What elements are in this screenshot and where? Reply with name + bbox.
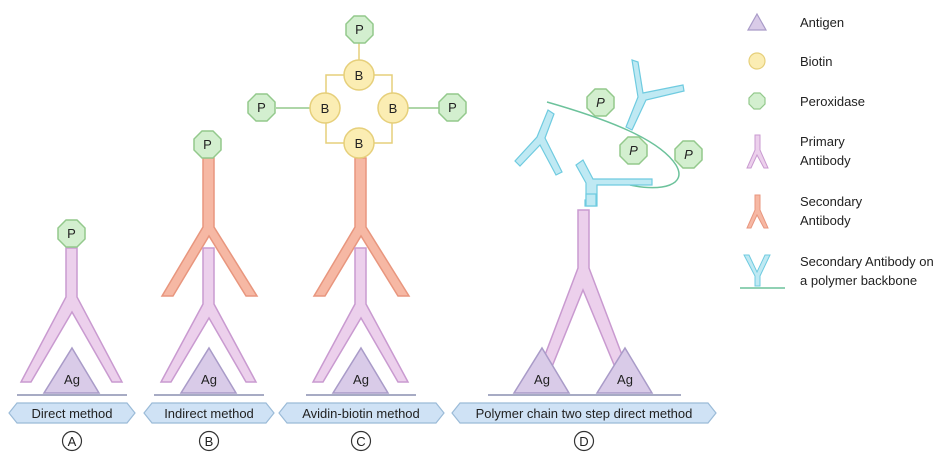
polymer-antibody-icon bbox=[740, 254, 785, 289]
panel-letter-c: C bbox=[350, 430, 372, 452]
legend-label: Antibody bbox=[800, 153, 851, 168]
panel-letter: B bbox=[205, 434, 214, 449]
biotin-top: B bbox=[343, 59, 375, 91]
peroxidase-label: P bbox=[684, 147, 693, 162]
method-label-b: Indirect method bbox=[143, 402, 275, 424]
biotin-label: B bbox=[389, 101, 398, 116]
legend-label: Primary bbox=[800, 134, 845, 149]
antigen: Ag bbox=[42, 346, 101, 394]
biotin-bottom: B bbox=[343, 127, 375, 159]
antigen: Ag bbox=[331, 346, 390, 394]
polymer-antibody-bottom bbox=[575, 159, 653, 207]
legend-item-secondary-antibody: Secondary Antibody bbox=[746, 194, 863, 229]
peroxidase-label: P bbox=[203, 137, 212, 152]
peroxidase: P bbox=[193, 130, 222, 159]
peroxidase: P bbox=[57, 219, 86, 248]
panel-indirect-method: Ag P bbox=[154, 130, 264, 396]
legend-item-antigen: Antigen bbox=[746, 12, 844, 31]
method-label-c: Avidin-biotin method bbox=[278, 402, 445, 424]
legend-item-polymer-antibody: Secondary Antibody on a polymer backbone bbox=[740, 254, 934, 289]
peroxidase-label: P bbox=[257, 100, 266, 115]
antigen-label: Ag bbox=[64, 372, 80, 387]
antigen-left: Ag bbox=[512, 346, 571, 394]
antigen-label: Ag bbox=[201, 372, 217, 387]
primary-antibody bbox=[159, 247, 258, 383]
antigen-label: Ag bbox=[353, 372, 369, 387]
legend-label: Secondary bbox=[800, 194, 863, 209]
panel-letter-d: D bbox=[573, 430, 595, 452]
secondary-antibody bbox=[312, 157, 411, 297]
peroxidase-left: P bbox=[247, 93, 276, 122]
biotin-label: B bbox=[355, 68, 364, 83]
antigen: Ag bbox=[179, 346, 238, 394]
panel-letter: C bbox=[356, 434, 365, 449]
polymer-antibody-left bbox=[514, 109, 563, 176]
legend-item-primary-antibody: Primary Antibody bbox=[746, 134, 851, 169]
antigen-icon bbox=[746, 12, 768, 31]
method-title: Indirect method bbox=[164, 406, 254, 421]
peroxidase-icon bbox=[748, 92, 766, 110]
biotin-label: B bbox=[355, 136, 364, 151]
peroxidase-label: P bbox=[596, 95, 605, 110]
panel-letter: D bbox=[579, 434, 588, 449]
panel-letter: A bbox=[68, 434, 77, 449]
peroxidase-label: P bbox=[448, 100, 457, 115]
legend-label: Antigen bbox=[800, 15, 844, 30]
peroxidase-top: P bbox=[345, 15, 374, 44]
panel-letter-a: A bbox=[61, 430, 83, 452]
legend-label: Secondary Antibody on bbox=[800, 254, 934, 269]
method-title: Direct method bbox=[32, 406, 113, 421]
panel-avidin-biotin-method: Ag B B B B P P P bbox=[247, 15, 467, 396]
primary-antibody bbox=[19, 247, 124, 383]
primary-antibody bbox=[311, 247, 410, 383]
panel-polymer-chain-method: Ag Ag P P P bbox=[488, 59, 703, 396]
legend-item-biotin: Biotin bbox=[748, 52, 833, 70]
legend: Antigen Biotin Peroxidase Primary Antibo… bbox=[740, 12, 934, 289]
legend-label: Peroxidase bbox=[800, 94, 865, 109]
peroxidase-label: P bbox=[629, 143, 638, 158]
legend-item-peroxidase: Peroxidase bbox=[748, 92, 865, 110]
method-label-d: Polymer chain two step direct method bbox=[451, 402, 717, 424]
panel-letter-b: B bbox=[198, 430, 220, 452]
method-label-a: Direct method bbox=[8, 402, 136, 424]
peroxidase-3: P bbox=[674, 140, 703, 169]
biotin-right: B bbox=[377, 92, 409, 124]
legend-label: Antibody bbox=[800, 213, 851, 228]
method-title: Polymer chain two step direct method bbox=[476, 406, 693, 421]
primary-antibody-icon bbox=[746, 134, 769, 169]
peroxidase-2: P bbox=[619, 136, 648, 165]
peroxidase-1: P bbox=[586, 88, 615, 117]
biotin-icon bbox=[748, 52, 766, 70]
secondary-antibody bbox=[160, 157, 259, 297]
antigen-label: Ag bbox=[617, 372, 633, 387]
secondary-antibody-icon bbox=[746, 194, 769, 229]
peroxidase-right: P bbox=[438, 93, 467, 122]
biotin-label: B bbox=[321, 101, 330, 116]
legend-label: a polymer backbone bbox=[800, 273, 917, 288]
panel-direct-method: Ag P bbox=[17, 219, 127, 396]
method-title: Avidin-biotin method bbox=[302, 406, 420, 421]
peroxidase-label: P bbox=[355, 22, 364, 37]
biotin-left: B bbox=[309, 92, 341, 124]
antigen-right: Ag bbox=[595, 346, 654, 394]
polymer-antibody-top bbox=[625, 59, 685, 131]
polymer-backbone bbox=[546, 101, 680, 189]
legend-label: Biotin bbox=[800, 54, 833, 69]
primary-antibody bbox=[532, 209, 635, 385]
peroxidase-label: P bbox=[67, 226, 76, 241]
antigen-label: Ag bbox=[534, 372, 550, 387]
